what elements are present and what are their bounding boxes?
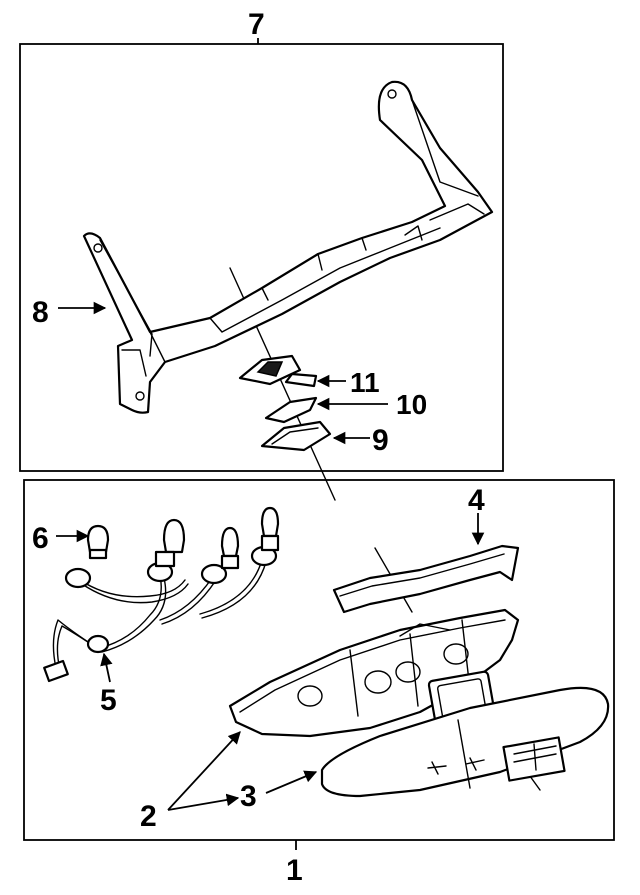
callout-6: 6 bbox=[32, 522, 49, 555]
callout-7: 7 bbox=[248, 8, 265, 41]
callout-2: 2 bbox=[140, 800, 157, 833]
trim-part-4 bbox=[332, 544, 520, 614]
wiring-harness-part-5 bbox=[43, 506, 280, 683]
callout-10: 10 bbox=[396, 389, 427, 420]
gasket-part-10 bbox=[264, 396, 318, 424]
callout-5: 5 bbox=[100, 684, 117, 717]
callout-9: 9 bbox=[372, 424, 389, 457]
callout-3: 3 bbox=[240, 780, 257, 813]
lens-part-9 bbox=[260, 420, 332, 452]
callout-11: 11 bbox=[350, 367, 380, 398]
leader-2b bbox=[167, 793, 240, 811]
callout-1: 1 bbox=[286, 854, 303, 887]
callout-4: 4 bbox=[468, 484, 485, 517]
bulb-part-6 bbox=[86, 524, 110, 560]
bracket-part-8 bbox=[82, 80, 494, 414]
leader-2a bbox=[167, 731, 241, 811]
callout-8: 8 bbox=[32, 296, 49, 329]
lower-assembly-frame bbox=[23, 479, 615, 841]
outer-lens-part-3 bbox=[320, 686, 610, 798]
leader-3 bbox=[265, 770, 318, 794]
leader-5 bbox=[100, 652, 113, 683]
upper-assembly-frame bbox=[19, 43, 504, 472]
lamp-base-part-11 bbox=[238, 354, 318, 388]
